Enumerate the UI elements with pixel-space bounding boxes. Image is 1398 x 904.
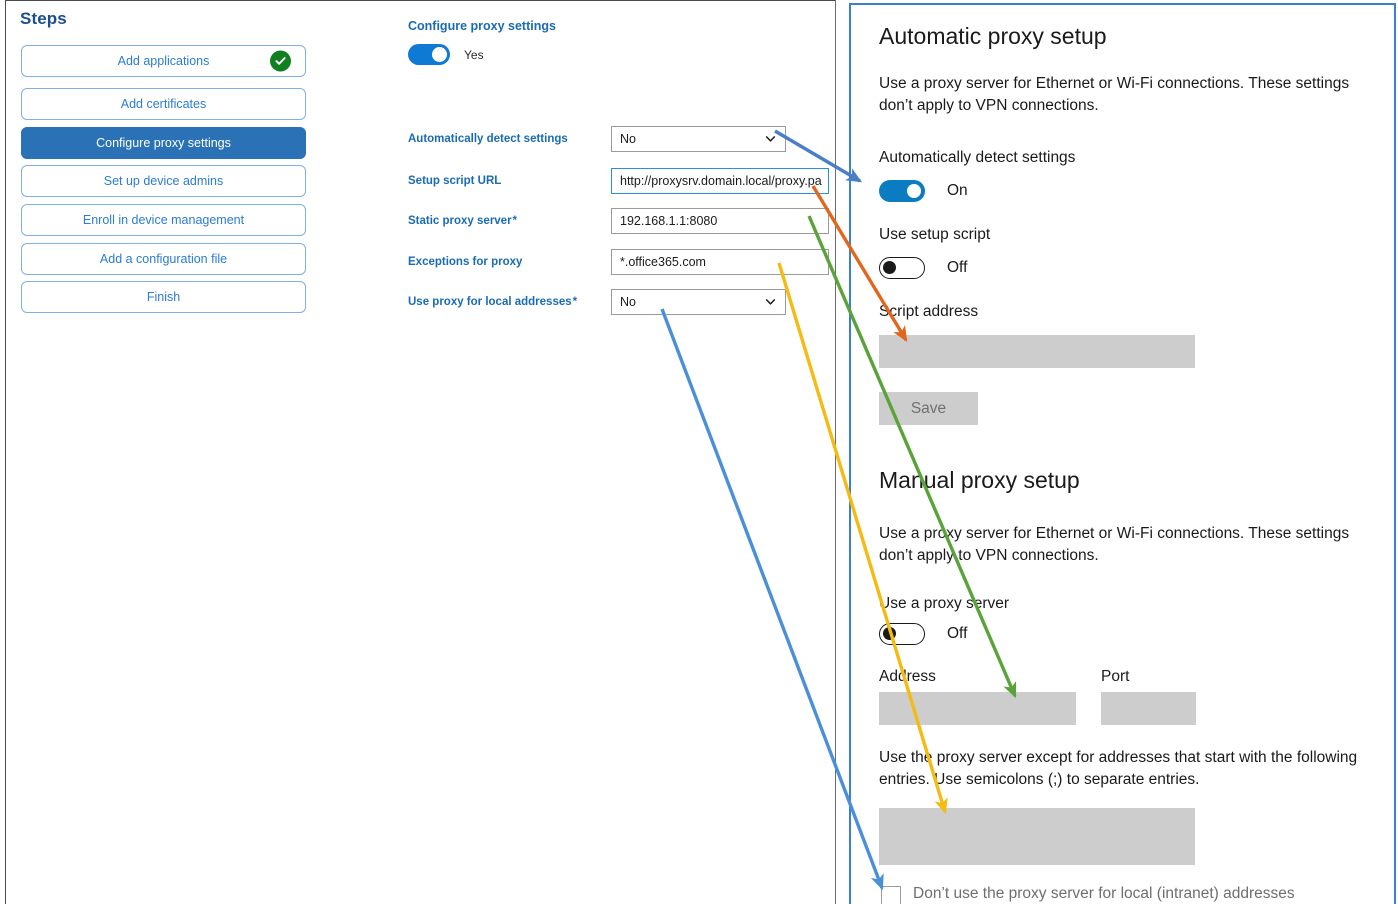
field-label: Automatically detect settings — [408, 133, 568, 145]
automatically-detect-settings-label: Automatically detect settings — [879, 149, 1076, 166]
configure-proxy-toggle-group: Yes — [408, 44, 484, 65]
field-use-proxy-for-local-addresses: Use proxy for local addresses * No — [408, 289, 830, 315]
manual-proxy-setup-heading: Manual proxy setup — [879, 467, 1080, 493]
use-setup-script-label: Use setup script — [879, 226, 991, 243]
port-label: Port — [1101, 668, 1130, 685]
step-label: Set up device admins — [103, 174, 224, 188]
step-label: Enroll in device management — [82, 213, 245, 227]
steps-title: Steps — [20, 9, 67, 28]
check-circle-icon — [270, 50, 291, 72]
automatically-detect-settings-toggle[interactable] — [879, 180, 925, 202]
use-a-proxy-server-label: Use a proxy server — [879, 595, 1010, 612]
proxy-exceptions-description: Use the proxy server except for addresse… — [879, 749, 1358, 788]
chevron-down-icon — [765, 297, 776, 308]
configure-proxy-toggle[interactable] — [408, 44, 450, 65]
select-value: No — [620, 295, 636, 309]
static-proxy-server-input[interactable]: 192.168.1.1:8080 — [611, 208, 829, 234]
step-label: Configure proxy settings — [96, 136, 231, 150]
toggle-knob — [907, 184, 921, 198]
frame-left-border — [5, 0, 6, 904]
toggle-knob — [883, 261, 896, 274]
field-label: Use proxy for local addresses * — [408, 296, 578, 308]
use-a-proxy-server-toggle[interactable] — [879, 623, 925, 645]
toggle-state-label: On — [947, 182, 968, 199]
bypass-local-addresses-checkbox[interactable] — [881, 886, 901, 904]
input-value: *.office365.com — [620, 255, 706, 269]
bypass-local-addresses-label: Don’t use the proxy server for local (in… — [913, 885, 1295, 902]
field-label: Setup script URL — [408, 175, 502, 187]
manual-proxy-setup-description: Use a proxy server for Ethernet or Wi-Fi… — [879, 525, 1350, 564]
sidebar-item-set-up-device-admins[interactable]: Set up device admins — [21, 165, 306, 197]
input-value: 192.168.1.1:8080 — [620, 214, 718, 228]
form-heading: Configure proxy settings — [408, 19, 556, 33]
address-label: Address — [879, 668, 936, 685]
steps-sidebar: Steps Add applications Add certificates … — [6, 1, 321, 331]
use-setup-script-toggle[interactable] — [879, 257, 925, 279]
select-value: No — [620, 132, 636, 146]
required-asterisk: * — [511, 215, 517, 227]
exceptions-for-proxy-input[interactable]: *.office365.com — [611, 249, 829, 275]
save-button[interactable]: Save — [879, 392, 978, 425]
field-automatically-detect-settings: Automatically detect settings No — [408, 126, 830, 152]
toggle-knob — [432, 47, 447, 62]
step-label: Add a configuration file — [99, 252, 228, 266]
use-proxy-for-local-addresses-select[interactable]: No — [611, 289, 786, 315]
frame-top-border — [5, 0, 835, 1]
sidebar-item-finish[interactable]: Finish — [21, 281, 306, 313]
port-input[interactable] — [1101, 692, 1196, 725]
address-input[interactable] — [879, 692, 1076, 725]
step-label: Add certificates — [120, 97, 207, 111]
field-label: Static proxy server * — [408, 215, 517, 227]
automatic-proxy-setup-description: Use a proxy server for Ethernet or Wi-Fi… — [879, 75, 1350, 114]
field-exceptions-for-proxy: Exceptions for proxy *.office365.com — [408, 249, 830, 275]
field-label: Exceptions for proxy — [408, 256, 523, 268]
step-label: Finish — [146, 290, 181, 304]
field-static-proxy-server: Static proxy server * 192.168.1.1:8080 — [408, 208, 830, 234]
toggle-state-label: Off — [947, 259, 968, 276]
automatically-detect-settings-toggle-group: On — [879, 180, 968, 202]
use-setup-script-toggle-group: Off — [879, 257, 967, 279]
configure-proxy-toggle-label: Yes — [464, 47, 484, 62]
script-address-input[interactable] — [879, 335, 1195, 368]
script-address-label: Script address — [879, 303, 979, 320]
automatic-proxy-setup-heading: Automatic proxy setup — [879, 23, 1107, 49]
sidebar-item-add-certificates[interactable]: Add certificates — [21, 88, 306, 120]
input-value: http://proxysrv.domain.local/proxy.pa — [620, 174, 822, 188]
proxy-exceptions-input[interactable] — [879, 808, 1195, 865]
sidebar-item-configure-proxy-settings[interactable]: Configure proxy settings — [21, 127, 306, 159]
panel-divider — [835, 0, 836, 904]
setup-script-url-input[interactable]: http://proxysrv.domain.local/proxy.pa — [611, 168, 829, 194]
toggle-knob — [883, 627, 896, 640]
windows-proxy-settings-panel: Automatic proxy setup Use a proxy server… — [849, 3, 1396, 904]
required-asterisk: * — [571, 296, 578, 308]
chevron-down-icon — [765, 134, 776, 145]
proxy-form-panel: Configure proxy settings Yes Automatical… — [400, 0, 830, 904]
toggle-state-label: Off — [947, 625, 968, 642]
sidebar-item-add-a-configuration-file[interactable]: Add a configuration file — [21, 243, 306, 275]
step-label: Add applications — [117, 54, 210, 68]
use-a-proxy-server-toggle-group: Off — [879, 623, 967, 645]
field-setup-script-url: Setup script URL http://proxysrv.domain.… — [408, 168, 830, 194]
sidebar-item-add-applications[interactable]: Add applications — [21, 45, 306, 77]
automatically-detect-settings-select[interactable]: No — [611, 126, 786, 152]
sidebar-item-enroll-in-device-management[interactable]: Enroll in device management — [21, 204, 306, 236]
